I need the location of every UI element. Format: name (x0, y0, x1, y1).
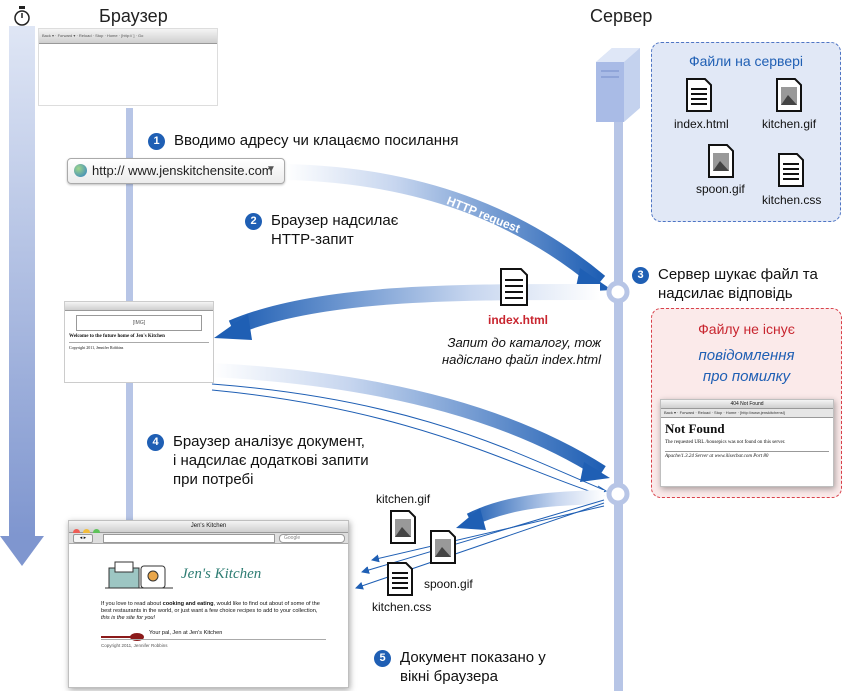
final-copyright: Copyright 2011, Jennifer Robbins (101, 643, 168, 648)
final-toolbar: ◂ ▸ Google (69, 533, 348, 544)
server-lane (614, 120, 623, 691)
partial-page-footer: Copyright 2011, Jennifer Robbins (69, 345, 124, 350)
step-3-line1: Сервер шукає файл та (658, 266, 818, 283)
back-forward-buttons[interactable]: ◂ ▸ (73, 534, 93, 543)
server-files-title: Файли на сервері (688, 53, 804, 69)
final-search-field[interactable]: Google (279, 534, 345, 543)
server-node-2 (606, 482, 630, 506)
step-4-line2: і надсилає додаткові запити (173, 452, 369, 469)
index-note-line1: Запит до каталогу, тож (447, 335, 601, 350)
file-label-kitchen-gif: kitchen.gif (762, 117, 817, 131)
returned-label-kitchen-css: kitchen.css (372, 600, 432, 614)
stopwatch-icon (12, 5, 32, 32)
not-found-titlebar: 404 Not Found (661, 400, 833, 409)
not-found-footer: Apache/1.3.24 Server at www.ilisecbar.co… (665, 451, 829, 459)
step-4: 4 Браузер аналізує документ, і надсилає д… (147, 432, 369, 489)
dropdown-icon[interactable]: ▼ (266, 164, 276, 175)
error-panel: Файлу не існує повідомлення про помилку … (651, 308, 842, 498)
error-title: Файлу не існує (698, 321, 795, 337)
final-address-field[interactable] (103, 534, 275, 543)
kitchen-gif-file-icon (776, 78, 802, 117)
file-label-spoon-gif: spoon.gif (696, 182, 745, 196)
server-header: Сервер (590, 6, 653, 26)
returned-responses (355, 490, 605, 590)
step-5-line2: вікні браузера (400, 668, 498, 685)
index-note-line2: надіслано файл index.html (441, 352, 601, 367)
browser-lane (126, 108, 133, 688)
server-icon (596, 48, 640, 122)
close-dot-icon[interactable] (73, 529, 80, 536)
url-text: http:// www.jenskitchensite.com (92, 163, 273, 178)
broken-image-placeholder: [IMG] (76, 315, 202, 331)
step-4-number: 4 (147, 434, 164, 451)
url-bar[interactable]: http:// www.jenskitchensite.com ▼ (67, 158, 285, 184)
step-5: 5 Документ показано у вікні браузера (374, 648, 546, 686)
returned-kitchen-css-icon (387, 562, 413, 601)
step-2: 2 Браузер надсилає HTTP-запит (245, 211, 398, 249)
server-files-panel: Файли на сервері index.html kitchen.gif … (651, 42, 841, 222)
blank-browser-window: Back ▾ · Forward ▾ · Reload · Stop · Hom… (38, 28, 218, 106)
kitchen-css-file-icon (778, 153, 804, 192)
browser-timeline (0, 26, 44, 566)
body-text-emphasis: this is the site for you! (101, 615, 156, 621)
step-4-line1: Браузер аналізує документ, (173, 433, 365, 450)
index-html-doc-icon (500, 268, 528, 311)
step-3-number: 3 (632, 267, 649, 284)
file-label-kitchen-css: kitchen.css (762, 193, 822, 207)
error-message-line2: про помилку (702, 368, 791, 385)
additional-requests (211, 363, 610, 497)
response-arrow (228, 283, 601, 336)
final-titlebar: Jen's Kitchen (69, 521, 348, 536)
step-1-text: Вводимо адресу чи клацаємо посилання (174, 132, 459, 149)
file-label-index-html: index.html (674, 117, 729, 131)
server-node-1 (606, 280, 630, 304)
kitchen-logo-icon (105, 554, 175, 599)
step-2-line2: HTTP-запит (271, 231, 354, 248)
not-found-toolbar: Back ▾ · Forward · Reload · Stop · Home … (661, 409, 833, 418)
browser-header: Браузер (99, 6, 168, 26)
body-text-middle: , would like to find out about of some o… (101, 601, 320, 614)
error-message-line1: повідомлення (698, 347, 795, 364)
zoom-dot-icon[interactable] (93, 529, 100, 536)
partial-page-window: [IMG] Welcome to the future home of Jen'… (64, 301, 214, 383)
step-1-number: 1 (148, 133, 165, 150)
error-message: повідомлення про помилку (652, 345, 841, 387)
window-controls[interactable] (73, 523, 103, 541)
body-text-bold: cooking and eating (162, 601, 214, 607)
index-html-file-icon (686, 78, 712, 117)
step-3-line2: надсилає відповідь (658, 285, 793, 302)
partial-page-heading: Welcome to the future home of Jen's Kitc… (69, 334, 165, 339)
partial-page-toolbar (65, 302, 213, 311)
step-5-number: 5 (374, 650, 391, 667)
index-note: Запит до каталогу, тож надіслано файл in… (421, 334, 601, 368)
not-found-heading: Not Found (665, 421, 725, 436)
returned-label-spoon-gif: spoon.gif (424, 577, 473, 591)
globe-icon (74, 164, 87, 177)
spoon-gif-file-icon (708, 144, 734, 183)
not-found-body: The requested URL /housepics was not fou… (665, 440, 786, 445)
index-html-label: index.html (488, 313, 549, 327)
returned-spoon-gif-icon (430, 530, 456, 569)
step-5-line1: Документ показано у (400, 649, 546, 666)
step-4-line3: при потребі (173, 471, 254, 488)
step-2-line1: Браузер надсилає (271, 212, 399, 229)
returned-label-kitchen-gif: kitchen.gif (376, 492, 431, 506)
signature: Your pal, Jen at Jen's Kitchen (149, 630, 223, 636)
step-2-number: 2 (245, 213, 262, 230)
blank-browser-toolbar: Back ▾ · Forward ▾ · Reload · Stop · Hom… (39, 29, 217, 44)
final-browser-window: Jen's Kitchen ◂ ▸ Google Jen's Kitchen I… (68, 520, 349, 688)
site-title: Jen's Kitchen (181, 566, 262, 582)
final-window-title: Jen's Kitchen (190, 523, 227, 529)
minimize-dot-icon[interactable] (83, 529, 90, 536)
step-3: 3 Сервер шукає файл та надсилає відповідь (632, 265, 818, 303)
request-arrow (284, 164, 606, 289)
divider (101, 639, 326, 640)
not-found-window: 404 Not Found Back ▾ · Forward · Reload … (660, 399, 834, 487)
body-text-start: If you love to read about (101, 601, 163, 607)
final-body-text: If you love to read about cooking and ea… (101, 601, 326, 622)
step-1: 1 Вводимо адресу чи клацаємо посилання (148, 131, 458, 150)
returned-kitchen-gif-icon (390, 510, 416, 549)
